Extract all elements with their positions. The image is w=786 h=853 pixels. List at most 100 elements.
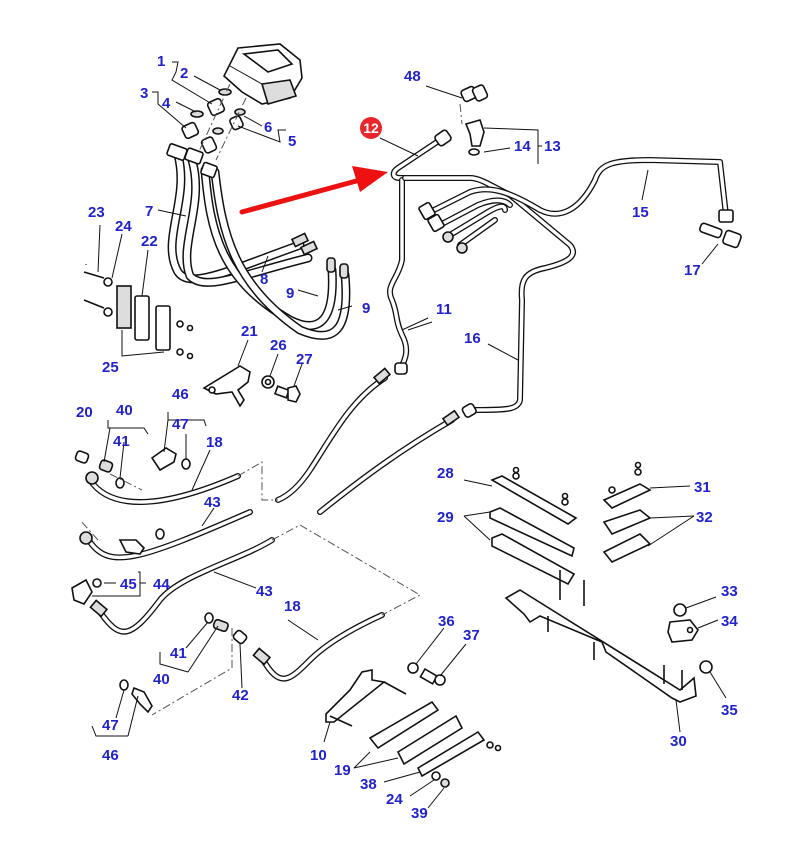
label-8[interactable]: 8 (260, 271, 268, 288)
dashed-guides (79, 461, 422, 716)
label-18a[interactable]: 18 (206, 434, 223, 451)
fitting-20[interactable] (74, 450, 90, 464)
bracket-21[interactable] (202, 365, 251, 408)
label-34[interactable]: 34 (721, 613, 738, 630)
hose-9[interactable] (200, 165, 351, 340)
label-11[interactable]: 11 (436, 301, 452, 318)
label-47a[interactable]: 47 (172, 416, 189, 433)
label-32[interactable]: 32 (696, 509, 713, 526)
hose-ends (166, 143, 349, 279)
label-26[interactable]: 26 (270, 337, 287, 354)
label-9b[interactable]: 9 (362, 300, 370, 317)
hose-43-lower[interactable] (89, 537, 275, 635)
label-31[interactable]: 31 (694, 479, 711, 496)
label-30[interactable]: 30 (670, 733, 687, 750)
label-29[interactable]: 29 (437, 509, 454, 526)
fitting-40-41[interactable] (98, 459, 143, 491)
label-24a[interactable]: 24 (115, 218, 132, 235)
label-42[interactable]: 42 (232, 687, 249, 704)
clamp-29[interactable] (489, 507, 576, 586)
elbow-46[interactable] (150, 447, 191, 472)
bolt-37[interactable] (419, 667, 446, 686)
label-17[interactable]: 17 (684, 262, 701, 279)
clamp-32[interactable] (602, 509, 652, 563)
label-4[interactable]: 4 (162, 95, 171, 112)
label-41b[interactable]: 41 (170, 645, 187, 662)
hose-18-lower[interactable] (252, 612, 385, 682)
fitting-48[interactable] (460, 84, 489, 103)
elbow-fitting-13[interactable] (459, 103, 485, 156)
label-20[interactable]: 20 (76, 404, 93, 421)
label-15[interactable]: 15 (632, 204, 649, 221)
hose-18-upper[interactable] (85, 471, 241, 505)
clamp-assembly-22[interactable] (83, 271, 194, 360)
bracket-30[interactable] (504, 570, 697, 703)
label-5[interactable]: 5 (288, 133, 296, 150)
label-25[interactable]: 25 (102, 359, 119, 376)
label-46a[interactable]: 46 (172, 386, 189, 403)
clamp-plate-28[interactable] (490, 466, 578, 525)
washer-26[interactable] (261, 375, 275, 389)
elbow-fitting-17[interactable] (698, 222, 742, 249)
plate-38[interactable] (416, 730, 502, 778)
valve-block[interactable] (223, 43, 303, 105)
fitting-40-41-lower[interactable] (204, 612, 248, 645)
clamp-19[interactable] (368, 700, 464, 766)
washer-24-lower[interactable] (431, 771, 441, 781)
label-41a[interactable]: 41 (113, 433, 130, 450)
label-43b[interactable]: 43 (256, 583, 273, 600)
label-46b[interactable]: 46 (102, 747, 119, 764)
label-1[interactable]: 1 (157, 53, 165, 70)
label-27[interactable]: 27 (296, 351, 313, 368)
label-40a[interactable]: 40 (116, 402, 133, 419)
label-2[interactable]: 2 (180, 65, 188, 82)
bracket-10[interactable] (325, 669, 407, 727)
bolt-27[interactable] (273, 385, 301, 403)
label-18b[interactable]: 18 (284, 598, 301, 615)
label-21[interactable]: 21 (241, 323, 258, 340)
label-38[interactable]: 38 (360, 776, 377, 793)
label-14[interactable]: 14 (514, 138, 531, 155)
elbow-44[interactable] (71, 528, 165, 605)
nut-33[interactable] (673, 603, 687, 617)
label-35[interactable]: 35 (721, 702, 738, 719)
nut-39[interactable] (440, 778, 450, 788)
washer-36[interactable] (407, 662, 419, 674)
clamp-plate-31[interactable] (602, 461, 652, 509)
label-37[interactable]: 37 (463, 627, 480, 644)
label-47b[interactable]: 47 (102, 717, 119, 734)
block-34[interactable] (667, 619, 699, 643)
label-6[interactable]: 6 (264, 119, 272, 136)
label-33[interactable]: 33 (721, 583, 738, 600)
label-19[interactable]: 19 (334, 762, 351, 779)
label-7[interactable]: 7 (145, 203, 153, 220)
label-10[interactable]: 10 (310, 747, 327, 764)
pipe-12[interactable] (390, 129, 452, 181)
label-44[interactable]: 44 (153, 576, 170, 593)
label-40b[interactable]: 40 (153, 671, 170, 688)
label-45[interactable]: 45 (120, 576, 137, 593)
label-3[interactable]: 3 (140, 85, 148, 102)
hose-lower-right[interactable] (317, 409, 461, 515)
label-36[interactable]: 36 (438, 613, 455, 630)
highlighted-part-12-badge[interactable]: 12 (360, 117, 382, 139)
label-43a[interactable]: 43 (204, 494, 221, 511)
label-9a[interactable]: 9 (286, 285, 294, 302)
label-16[interactable]: 16 (464, 330, 481, 347)
hose-lower-left[interactable] (275, 367, 392, 503)
label-22[interactable]: 22 (141, 233, 158, 250)
hose-43-upper[interactable] (79, 509, 253, 561)
nut-35[interactable] (699, 660, 713, 674)
callout-labels: 1 2 3 4 5 6 7 8 9 9 10 11 13 14 15 16 17… (76, 53, 738, 822)
label-24b[interactable]: 24 (386, 791, 403, 808)
pipe-bundle[interactable] (387, 157, 734, 418)
label-13[interactable]: 13 (544, 138, 561, 155)
label-28[interactable]: 28 (437, 465, 454, 482)
elbow-46-lower[interactable] (119, 679, 153, 714)
label-12: 12 (363, 120, 379, 136)
label-48[interactable]: 48 (404, 68, 421, 85)
label-23[interactable]: 23 (88, 204, 105, 221)
label-39[interactable]: 39 (411, 805, 428, 822)
red-arrow-pointer (239, 166, 388, 215)
